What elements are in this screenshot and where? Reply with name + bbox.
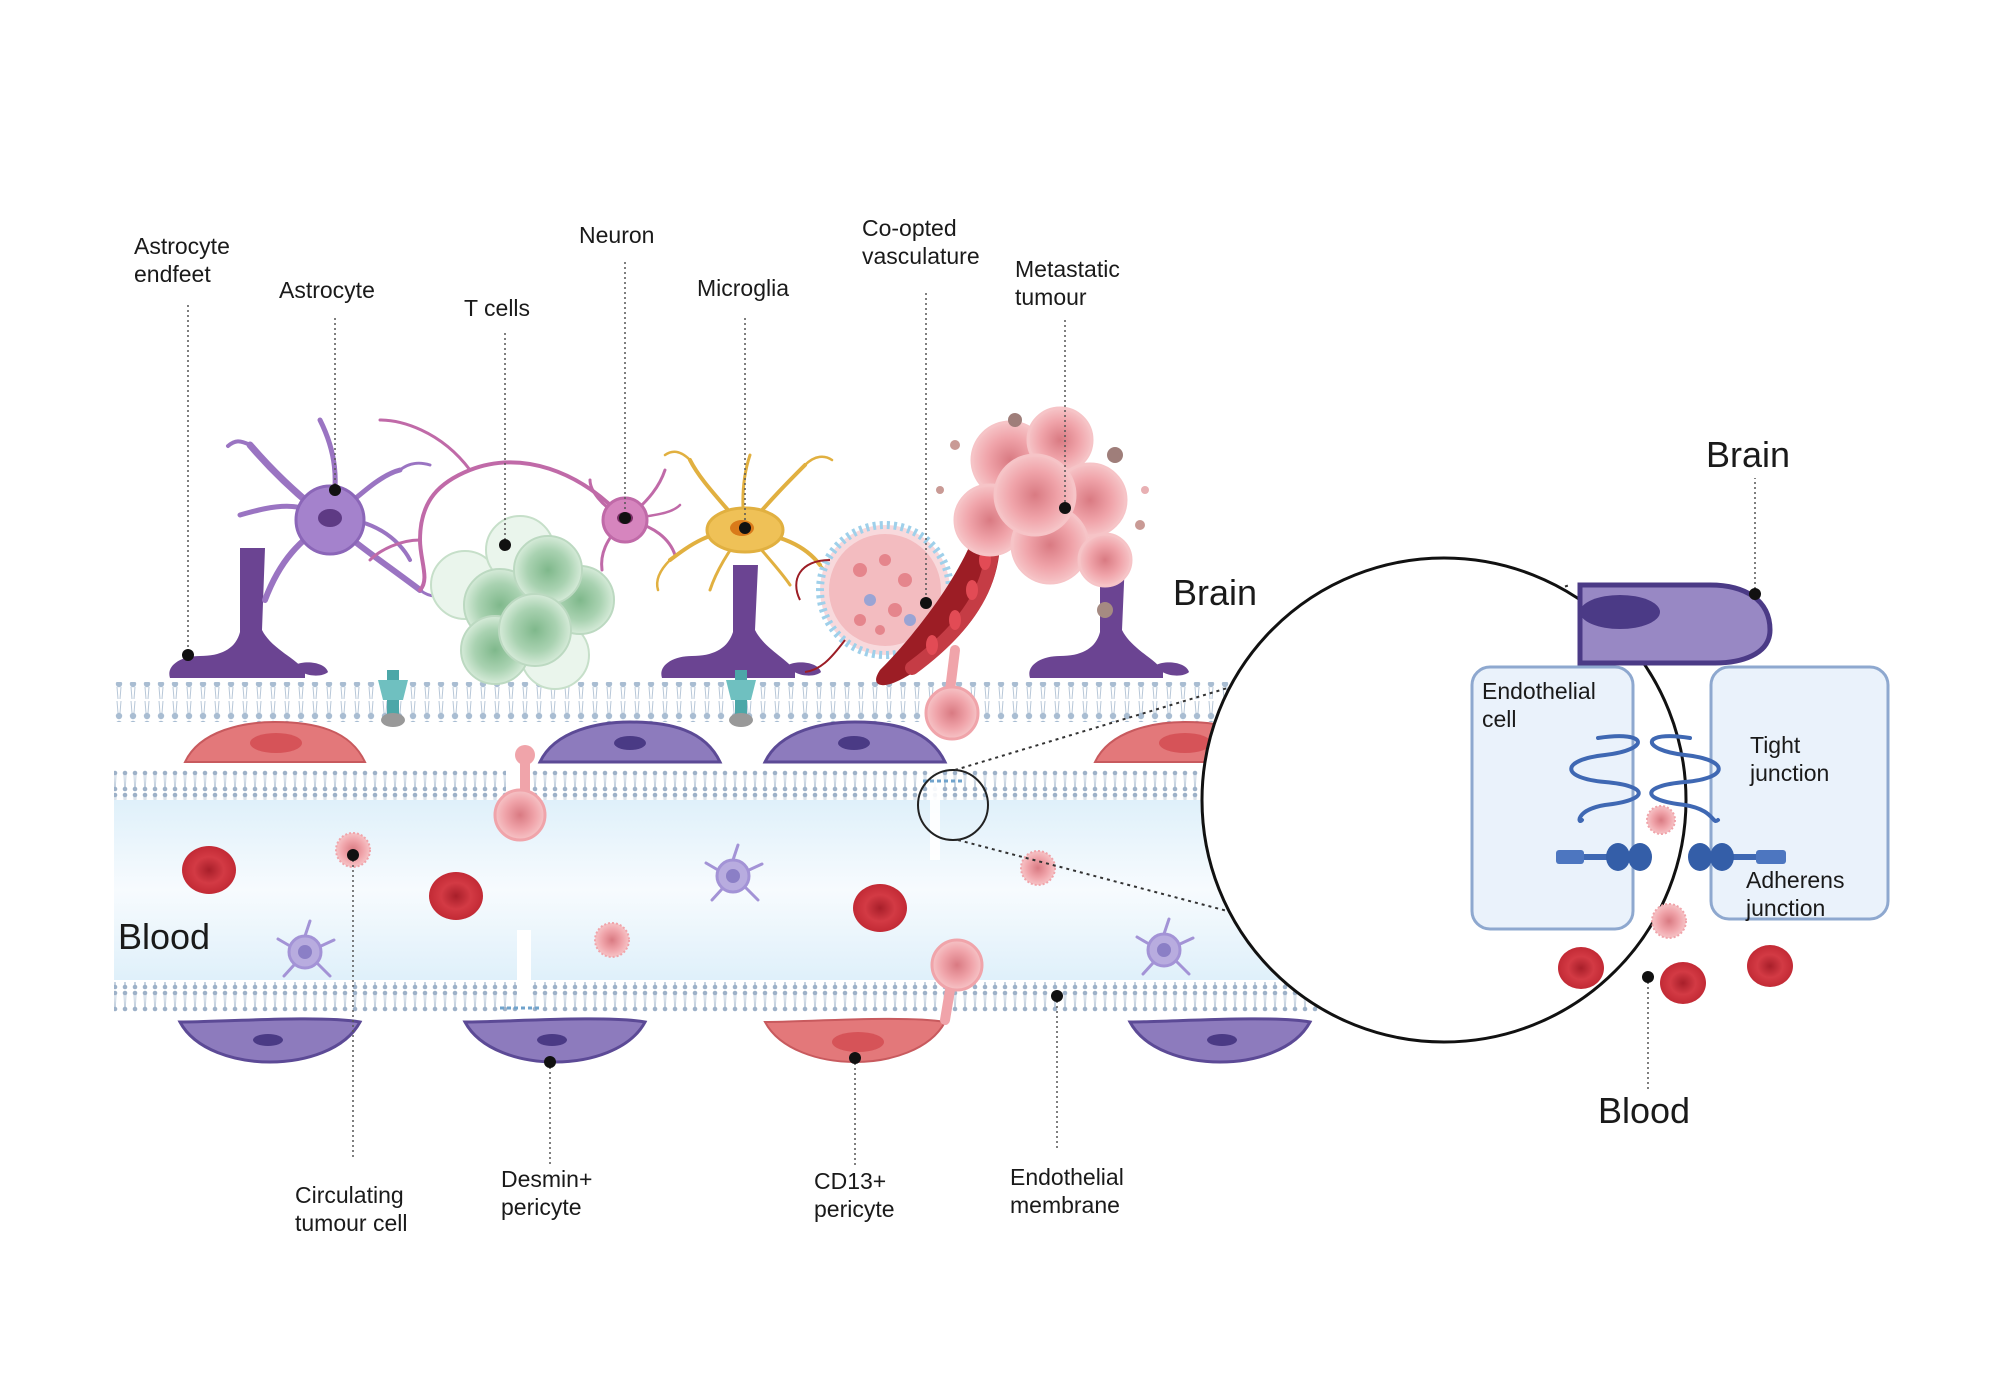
co-opted-vasculature bbox=[795, 521, 1000, 686]
astrocyte-endfoot-2 bbox=[661, 565, 821, 678]
desmin-pericyte bbox=[462, 1017, 648, 1064]
t-cell-cluster bbox=[430, 515, 615, 690]
extravasating-tumour-cell-top bbox=[924, 645, 980, 741]
pericyte-top-red-1 bbox=[183, 720, 367, 763]
transporter-2 bbox=[726, 670, 756, 727]
inset-label-tight-junction: Tight junction bbox=[1750, 732, 1830, 786]
label-t-cells: T cells bbox=[464, 295, 531, 321]
label-neuron: Neuron bbox=[579, 222, 655, 248]
zoom-source-circle bbox=[917, 769, 989, 841]
pericyte-bottom-purple-2 bbox=[1127, 1017, 1313, 1064]
cd13-pericyte bbox=[763, 1017, 947, 1064]
inset-label-adherens-junction: Adherens junction bbox=[1746, 867, 1845, 921]
astrocyte-endfoot-1 bbox=[169, 548, 328, 678]
label-cd13-pericyte: CD13+ pericyte bbox=[814, 1168, 895, 1222]
leader-dots bbox=[182, 484, 1761, 1068]
pericyte-bottom-purple-1 bbox=[177, 1017, 363, 1064]
tight-junction-icon bbox=[1569, 734, 1721, 823]
label-endothelial-membrane: Endothelial membrane bbox=[1010, 1164, 1124, 1218]
inset-red-blood-cells bbox=[1558, 945, 1793, 1004]
transporter-1 bbox=[378, 670, 408, 727]
zoom-connector-lines bbox=[954, 584, 1571, 1001]
leader-lines bbox=[187, 262, 1756, 1165]
label-metastatic-tumour: Metastatic tumour bbox=[1015, 256, 1120, 310]
label-microglia: Microglia bbox=[697, 275, 790, 301]
immune-cells bbox=[276, 843, 1195, 978]
label-brain: Brain bbox=[1173, 572, 1258, 613]
pericyte-top-purple-2 bbox=[762, 720, 948, 764]
pericyte-top-purple-1 bbox=[537, 720, 723, 764]
inset-label-endothelial-cell: Endothelial cell bbox=[1482, 678, 1596, 732]
label-desmin-pericyte: Desmin+ pericyte bbox=[501, 1166, 593, 1220]
label-blood: Blood bbox=[118, 916, 211, 957]
astrocyte bbox=[226, 417, 457, 603]
inset-upper-cell bbox=[1577, 582, 1773, 666]
transmigrating-tumour-cell bbox=[493, 745, 547, 842]
adherens-junction-icon bbox=[1556, 843, 1786, 871]
extravasating-tumour-cell-bottom bbox=[930, 938, 984, 1025]
label-circulating-tumour-cell: Circulating tumour cell bbox=[295, 1182, 408, 1236]
inset-label-blood: Blood bbox=[1598, 1090, 1691, 1131]
inset-label-brain: Brain bbox=[1706, 434, 1791, 475]
inset-tumour-cells bbox=[1646, 805, 1687, 939]
label-astrocyte-endfeet: Astrocyte endfeet bbox=[134, 233, 230, 287]
astrocyte-endfoot-3 bbox=[1029, 560, 1189, 678]
label-co-opted-vasculature: Co-opted vasculature bbox=[862, 215, 980, 269]
metastatic-tumour bbox=[936, 406, 1149, 618]
label-astrocyte: Astrocyte bbox=[279, 277, 375, 303]
